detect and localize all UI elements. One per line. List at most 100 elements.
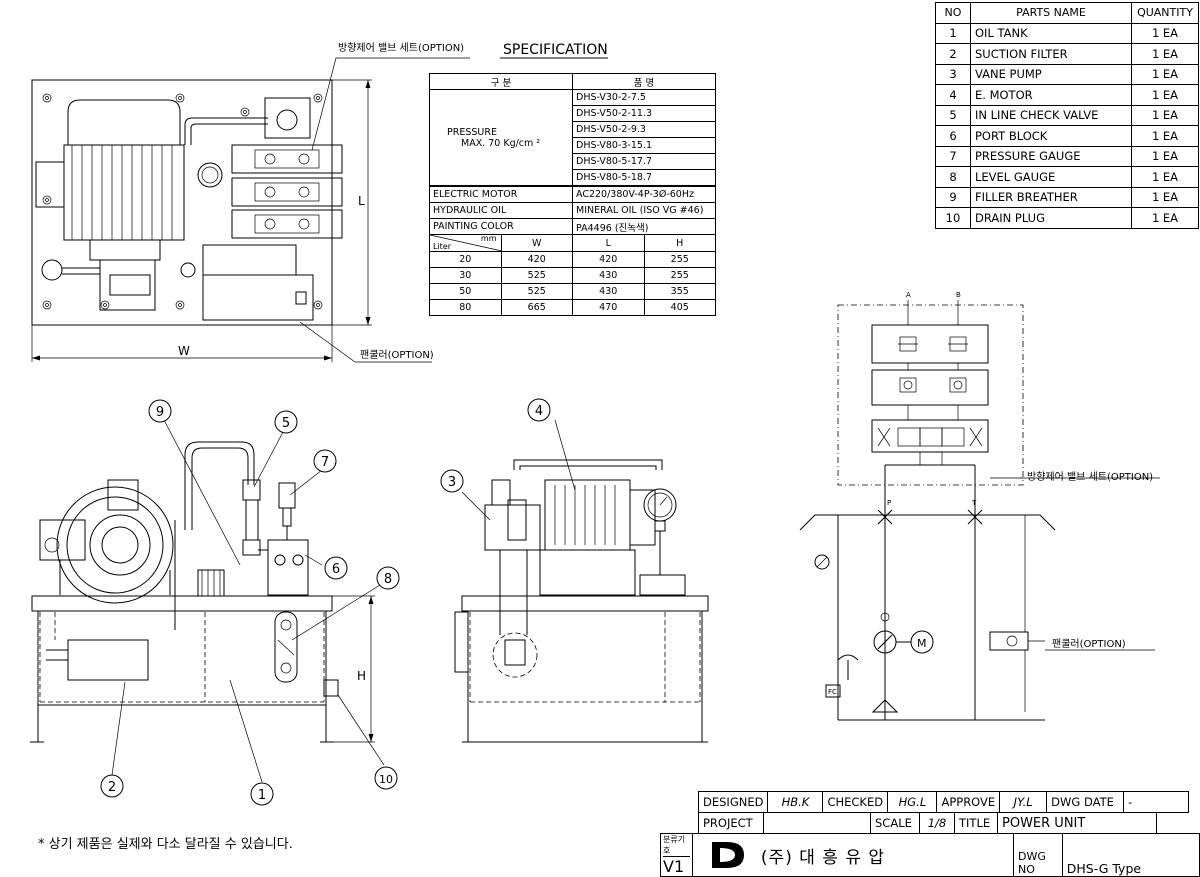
part-no: 9 [935,186,971,208]
part-name: PRESSURE GAUGE [970,145,1132,167]
dim-w: 420 [500,251,573,268]
title-block-top: DESIGNED HB.K CHECKED HG.L APPROVE JY.L … [697,791,1190,813]
fan-cooler-top-label: 팬쿨러(OPTION) [360,349,434,361]
balloon-1-text: 1 [258,788,266,803]
spec-row: PRESSURE MAX. 70 Kg/cm ² DHS-V30-2-7.5 [429,89,716,187]
parts-header-row: NO PARTS NAME QUANTITY [935,2,1199,24]
dim-liter: 20 [429,251,502,268]
title-row-project: PROJECT SCALE 1/8 TITLE POWER UNIT [698,812,1157,834]
balloon-7-text: 7 [321,455,329,470]
corner-diagonal [430,235,502,251]
balloon-6: 6 [324,556,348,580]
part-name: E. MOTOR [970,84,1132,106]
class-code-value: V1 [663,857,685,876]
spec-row: ELECTRIC MOTOR AC220/380V-4P-3Ø-60Hz [429,185,716,203]
spec-model: DHS-V30-2-7.5 [572,89,716,106]
dim-liter: 30 [429,267,502,284]
balloon-7: 7 [313,449,337,473]
spec-table: 구 분 품 명 PRESSURE MAX. 70 Kg/cm ² DHS-V30… [429,73,716,316]
spec-dim-corner-liter: Liter [433,242,452,251]
part-qty: 1 EA [1131,43,1199,65]
designed-label: DESIGNED [697,791,769,813]
balloon-4: 4 [527,398,551,422]
class-code-cell: 분류기호 V1 [660,833,693,877]
balloon-5-text: 5 [282,416,290,431]
front-view [30,419,385,783]
balloon-10: 10 [374,766,398,790]
disclaimer-note: * 상기 제품은 실제와 다소 달라질 수 있습니다. [38,837,293,852]
company-name: (주) 대 흥 유 압 [691,833,1014,877]
parts-header-name: PARTS NAME [970,2,1132,24]
project-value [763,812,871,834]
dim-l: 430 [572,283,645,300]
part-no: 6 [935,125,971,147]
title-row-signatures: DESIGNED HB.K CHECKED HG.L APPROVE JY.L … [697,791,1190,813]
spec-dim-corner: mm Liter [429,234,502,252]
dim-l-label: L [358,194,365,208]
balloon-8-text: 8 [384,572,392,587]
part-no: 5 [935,104,971,126]
part-qty: 1 EA [1131,84,1199,106]
part-name: FILLER BREATHER [970,186,1132,208]
spec-motor-value: AC220/380V-4P-3Ø-60Hz [572,185,716,203]
project-label: PROJECT [698,812,764,834]
part-qty: 1 EA [1131,166,1199,188]
dim-h: 255 [643,267,716,284]
parts-header-no: NO [935,2,971,24]
parts-header-quantity: QUANTITY [1131,2,1199,24]
balloon-1: 1 [250,782,274,806]
balloon-9: 9 [148,399,172,423]
port-t-label: T [971,499,977,507]
part-qty: 1 EA [1131,22,1199,44]
spec-dim-header-w: W [500,234,573,252]
dim-w: 665 [500,299,573,316]
spec-title: SPECIFICATION [503,42,608,58]
spec-pressure-value: MAX. 70 Kg/cm ² [461,137,541,149]
dim-w: 525 [500,267,573,284]
spec-dim-header-l: L [572,234,645,252]
part-name: IN LINE CHECK VALVE [970,104,1132,126]
top-view [31,57,470,363]
designed-value: HB.K [767,791,824,813]
checked-value: HG.L [887,791,938,813]
part-no: 7 [935,145,971,167]
dim-h-label: H [357,669,366,683]
balloon-8: 8 [376,566,400,590]
dim-liter: 80 [429,299,502,316]
spec-motor-label: ELECTRIC MOTOR [429,185,573,203]
balloon-5: 5 [274,410,298,434]
spec-pressure-cell: PRESSURE MAX. 70 Kg/cm ² [429,89,573,187]
dim-l: 420 [572,251,645,268]
part-qty: 1 EA [1131,104,1199,126]
dim-l: 430 [572,267,645,284]
part-no: 2 [935,43,971,65]
spec-row: HYDRAULIC OIL MINERAL OIL (ISO VG #46) [429,202,716,219]
part-no: 3 [935,63,971,85]
spec-paint-label: PAINTING COLOR [429,218,573,235]
balloon-2: 2 [100,774,124,798]
spec-model: DHS-V50-2-11.3 [572,105,716,122]
part-name: DRAIN PLUG [970,207,1132,229]
scale-label: SCALE [870,812,920,834]
checked-label: CHECKED [822,791,889,813]
balloon-3-text: 3 [448,475,456,490]
part-no: 1 [935,22,971,44]
part-no: 10 [935,207,971,229]
spec-oil-label: HYDRAULIC OIL [429,202,573,219]
spec-model: DHS-V80-5-18.7 [572,169,716,187]
part-qty: 1 EA [1131,186,1199,208]
title-row-company: 분류기호 V1 (주) 대 흥 유 압 DWG NO DHS-G Type [660,833,1200,877]
part-name: PORT BLOCK [970,125,1132,147]
port-p-label: P [887,499,891,507]
port-a-label: A [906,291,911,299]
dim-h: 255 [643,251,716,268]
